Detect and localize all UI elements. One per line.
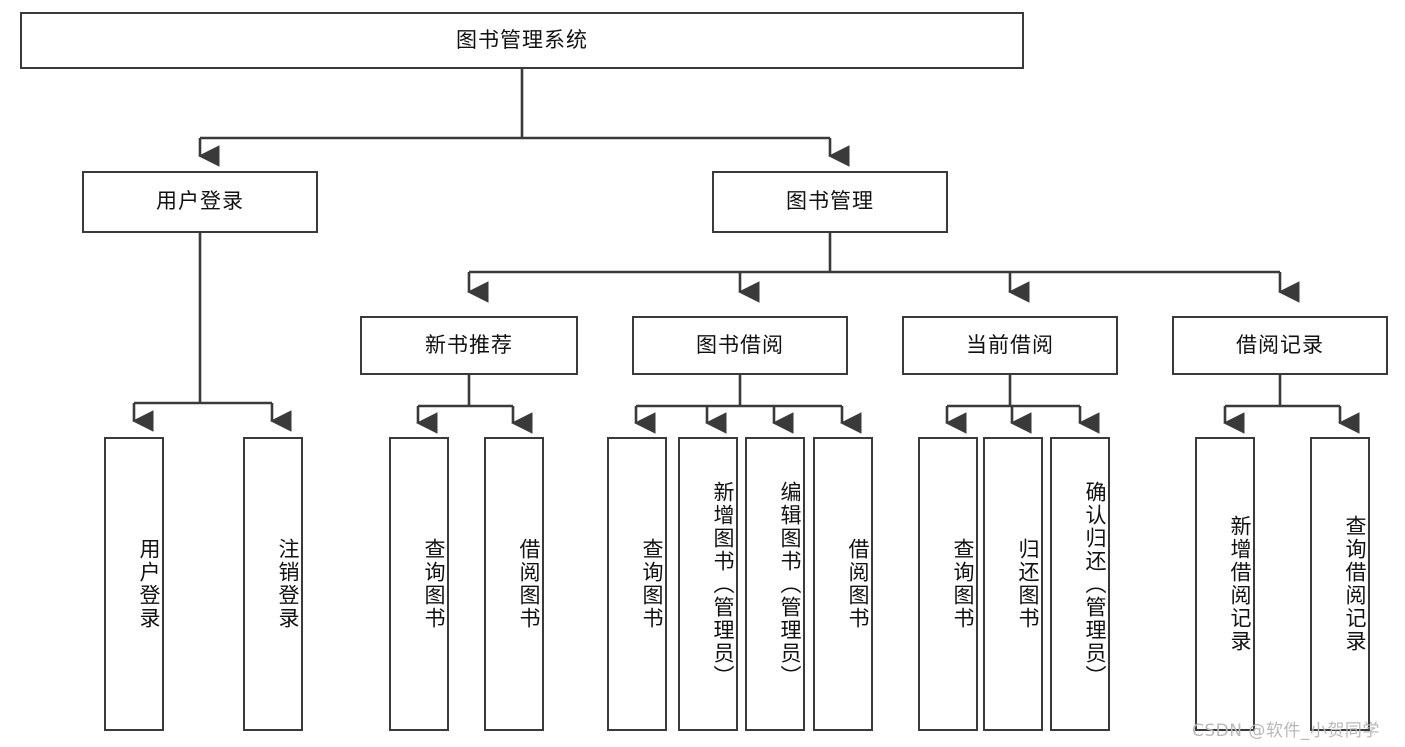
node-label: 新书推荐 [425,332,513,357]
node-user-login[interactable]: 用户登录 [82,171,318,233]
node-label: 确认归还（管理员） [1083,480,1107,688]
csdn-watermark: CSDN @软件_小贺同学 [1192,721,1380,741]
node-label: 注销登录 [276,538,300,630]
node-leaf-borrow-book-recommend[interactable]: 借阅图书 [484,437,544,731]
node-book-borrow[interactable]: 图书借阅 [632,316,848,375]
node-label: 查询借阅记录 [1343,515,1367,653]
node-label: 借阅记录 [1236,332,1324,357]
node-label: 查询图书 [640,538,664,630]
node-root-book-management-system[interactable]: 图书管理系统 [20,12,1024,69]
node-current-borrow[interactable]: 当前借阅 [902,316,1118,375]
node-label: 借阅图书 [846,538,870,630]
node-leaf-borrow-book[interactable]: 借阅图书 [813,437,873,731]
node-label: 借阅图书 [517,538,541,630]
node-label: 用户登录 [156,189,244,214]
node-label: 查询图书 [951,538,975,630]
node-label: 用户登录 [137,538,161,630]
node-leaf-user-login[interactable]: 用户登录 [104,437,164,731]
node-leaf-query-book-borrow[interactable]: 查询图书 [607,437,667,731]
node-label: 查询图书 [422,538,446,630]
node-leaf-logout[interactable]: 注销登录 [243,437,303,731]
node-leaf-return-book[interactable]: 归还图书 [983,437,1043,731]
node-leaf-query-book-recommend[interactable]: 查询图书 [389,437,449,731]
node-label: 当前借阅 [966,332,1054,357]
node-leaf-edit-book-admin[interactable]: 编辑图书（管理员） [745,437,805,731]
node-label: 图书管理 [786,189,874,214]
node-leaf-confirm-return-admin[interactable]: 确认归还（管理员） [1050,437,1110,731]
node-label: 编辑图书（管理员） [778,480,802,688]
node-leaf-query-borrow-record[interactable]: 查询借阅记录 [1310,437,1370,731]
node-leaf-query-book-current[interactable]: 查询图书 [918,437,978,731]
node-label: 新增图书（管理员） [711,480,735,688]
node-leaf-add-borrow-record[interactable]: 新增借阅记录 [1195,437,1255,731]
node-label: 图书借阅 [696,332,784,357]
node-leaf-add-book-admin[interactable]: 新增图书（管理员） [678,437,738,731]
node-label: 新增借阅记录 [1228,515,1252,653]
node-label: 图书管理系统 [456,27,588,52]
node-book-management[interactable]: 图书管理 [712,171,948,233]
node-label: 归还图书 [1016,538,1040,630]
node-new-book-recommend[interactable]: 新书推荐 [360,316,578,375]
node-borrow-record[interactable]: 借阅记录 [1172,316,1388,375]
